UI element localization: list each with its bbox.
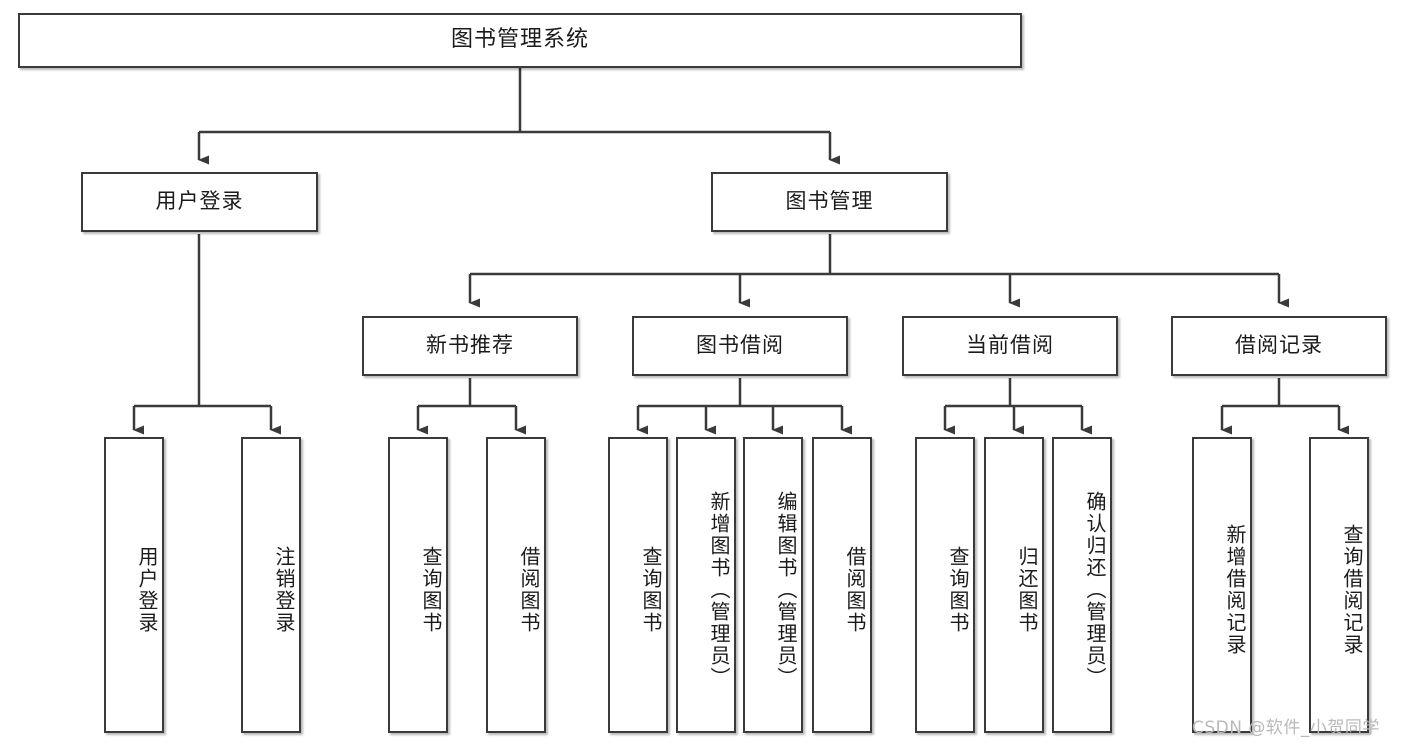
node-leaf-add-borrow-record-label: 新增借阅记录 [1223,524,1247,656]
node-leaf-query-book-current[interactable]: 查询图书 [915,437,975,733]
node-book-borrow[interactable]: 图书借阅 [632,316,848,376]
node-leaf-logout-label: 注销登录 [272,546,296,634]
node-new-book-recommend-label: 新书推荐 [426,333,514,358]
node-leaf-query-book-borrow[interactable]: 查询图书 [608,437,668,733]
node-leaf-user-login[interactable]: 用户登录 [104,437,164,733]
node-leaf-borrow-book-label: 借阅图书 [843,546,867,634]
node-leaf-query-borrow-record-label: 查询借阅记录 [1340,524,1364,656]
node-leaf-return-book-label: 归还图书 [1015,546,1039,634]
node-user-login-label: 用户登录 [155,189,244,214]
node-leaf-edit-book-admin[interactable]: 编辑图书（管理员） [743,437,803,733]
node-leaf-return-book[interactable]: 归还图书 [984,437,1044,733]
node-current-borrow[interactable]: 当前借阅 [902,316,1118,376]
node-leaf-borrow-book-recommend-label: 借阅图书 [517,546,541,634]
node-root[interactable]: 图书管理系统 [18,13,1022,68]
node-book-management[interactable]: 图书管理 [711,172,948,232]
node-root-label: 图书管理系统 [450,27,589,53]
node-leaf-confirm-return-admin[interactable]: 确认归还（管理员） [1052,437,1112,733]
node-leaf-edit-book-admin-label: 编辑图书（管理员） [774,491,798,689]
node-current-borrow-label: 当前借阅 [966,333,1054,358]
node-user-login[interactable]: 用户登录 [81,172,318,232]
node-leaf-confirm-return-admin-label: 确认归还（管理员） [1083,491,1107,689]
watermark: CSDN @软件_小贺同学 [1192,718,1380,738]
node-leaf-borrow-book-recommend[interactable]: 借阅图书 [486,437,546,733]
node-new-book-recommend[interactable]: 新书推荐 [362,316,578,376]
node-borrow-record[interactable]: 借阅记录 [1171,316,1387,376]
node-leaf-query-book-recommend[interactable]: 查询图书 [388,437,448,733]
node-book-borrow-label: 图书借阅 [696,333,784,358]
node-leaf-add-borrow-record[interactable]: 新增借阅记录 [1192,437,1252,733]
node-leaf-user-login-label: 用户登录 [135,546,159,634]
node-leaf-query-borrow-record[interactable]: 查询借阅记录 [1309,437,1369,733]
node-leaf-logout[interactable]: 注销登录 [241,437,301,733]
node-leaf-add-book-admin-label: 新增图书（管理员） [707,491,731,689]
node-leaf-query-book-current-label: 查询图书 [946,546,970,634]
node-book-management-label: 图书管理 [785,189,874,214]
node-leaf-query-book-borrow-label: 查询图书 [639,546,663,634]
node-leaf-borrow-book[interactable]: 借阅图书 [812,437,872,733]
node-leaf-query-book-recommend-label: 查询图书 [419,546,443,634]
node-leaf-add-book-admin[interactable]: 新增图书（管理员） [676,437,736,733]
node-borrow-record-label: 借阅记录 [1235,333,1323,358]
